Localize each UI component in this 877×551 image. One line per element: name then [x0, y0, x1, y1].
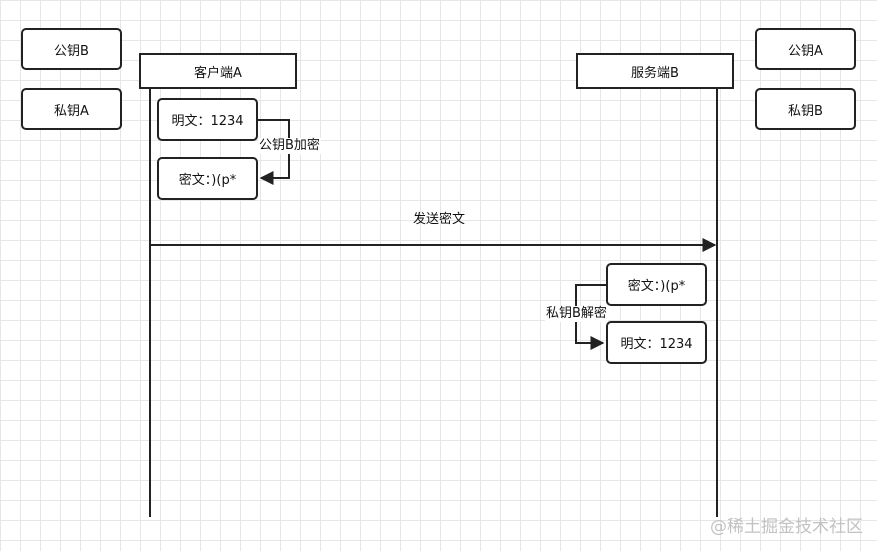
encrypt-label: 公钥B加密 — [258, 138, 321, 154]
send-message-label: 发送密文 — [413, 212, 466, 227]
client-plaintext-box[interactable]: 明文：1234 — [157, 98, 258, 141]
watermark-text: @稀土掘金技术社区 — [710, 517, 863, 537]
server-public-key-box[interactable]: 公钥A — [755, 28, 856, 70]
server-ciphertext-box[interactable]: 密文：)(p* — [606, 263, 707, 306]
client-private-key-box[interactable]: 私钥A — [21, 88, 122, 130]
client-ciphertext-box[interactable]: 密文：)(p* — [157, 157, 258, 200]
server-private-key-box[interactable]: 私钥B — [755, 88, 856, 130]
client-participant-box[interactable]: 客户端A — [139, 53, 297, 89]
decrypt-label: 私钥B解密 — [545, 306, 608, 322]
server-plaintext-box[interactable]: 明文：1234 — [606, 321, 707, 364]
client-public-key-box[interactable]: 公钥B — [21, 28, 122, 70]
server-participant-box[interactable]: 服务端B — [576, 53, 734, 89]
